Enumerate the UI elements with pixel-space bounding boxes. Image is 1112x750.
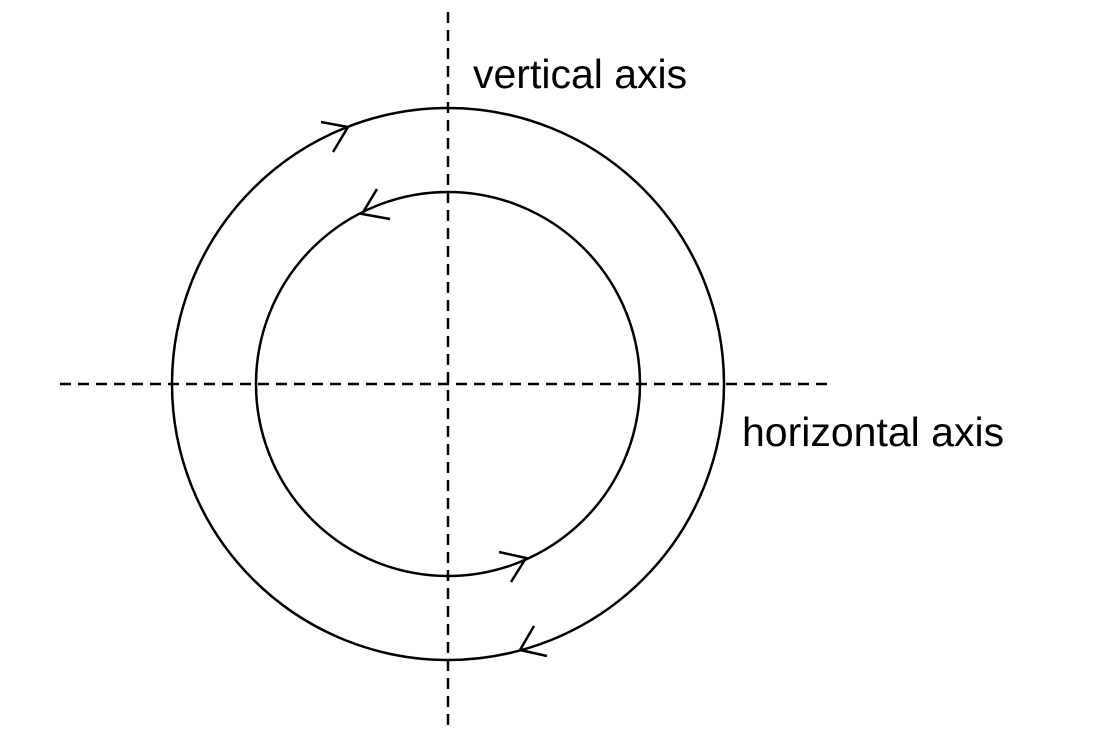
- inner-circle: [254, 190, 642, 578]
- inner-bottom-arrow-right-icon: [498, 550, 528, 583]
- inner-top-arrow-left-icon: [359, 188, 391, 221]
- outer-circle: [170, 106, 726, 662]
- outer-top-arrow-right-icon: [320, 120, 350, 153]
- horizontal-axis-label: horizontal axis: [742, 409, 1004, 455]
- vertical-axis-label: vertical axis: [473, 51, 687, 97]
- outer-bottom-arrow-left-icon: [518, 625, 548, 658]
